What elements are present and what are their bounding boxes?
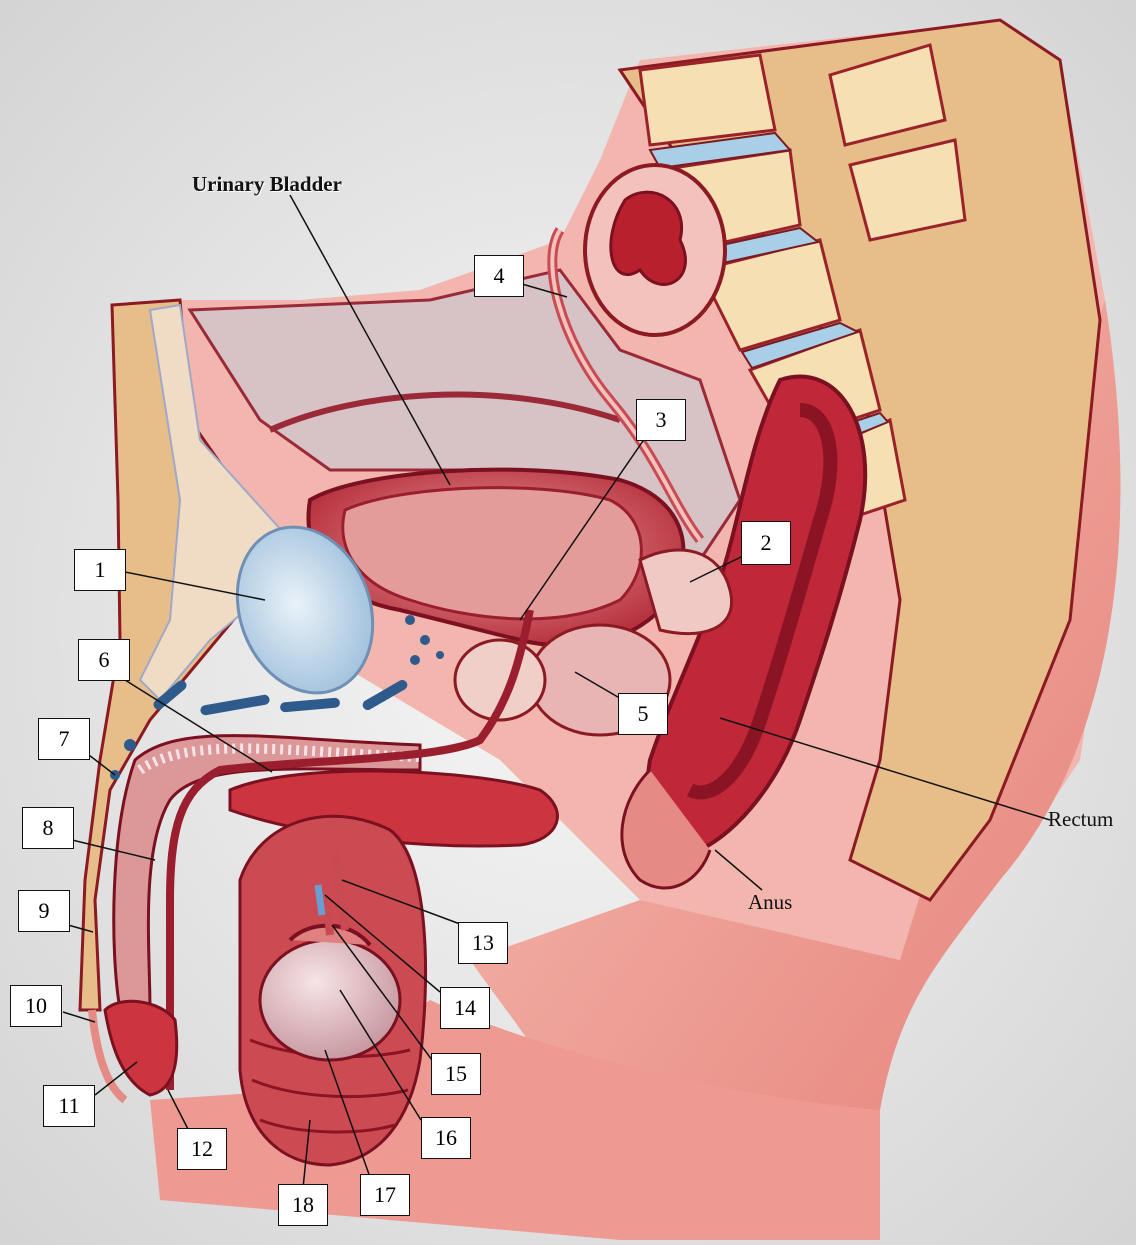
rectum-label: Rectum <box>1048 807 1113 832</box>
label-box-10: 10 <box>10 985 62 1027</box>
label-box-7: 7 <box>38 718 90 760</box>
urinary-bladder-label: Urinary Bladder <box>192 172 342 197</box>
label-box-3: 3 <box>636 399 686 441</box>
label-box-18: 18 <box>278 1184 328 1226</box>
label-box-6: 6 <box>78 639 130 681</box>
label-box-2: 2 <box>741 521 791 565</box>
label-box-12: 12 <box>177 1128 227 1170</box>
label-box-17: 17 <box>360 1174 410 1216</box>
label-box-14: 14 <box>440 987 490 1029</box>
label-box-16: 16 <box>421 1117 471 1159</box>
label-box-4: 4 <box>474 255 524 297</box>
label-box-13: 13 <box>458 922 508 964</box>
label-box-11: 11 <box>43 1085 95 1127</box>
label-box-1: 1 <box>74 549 126 591</box>
spermatic-vein <box>318 885 322 915</box>
label-box-15: 15 <box>431 1053 481 1095</box>
testis <box>260 940 400 1060</box>
label-box-5: 5 <box>618 693 668 735</box>
sigmoid-colon <box>585 165 725 335</box>
anus-label: Anus <box>748 890 792 915</box>
label-box-8: 8 <box>22 807 74 849</box>
label-box-9: 9 <box>18 890 70 932</box>
